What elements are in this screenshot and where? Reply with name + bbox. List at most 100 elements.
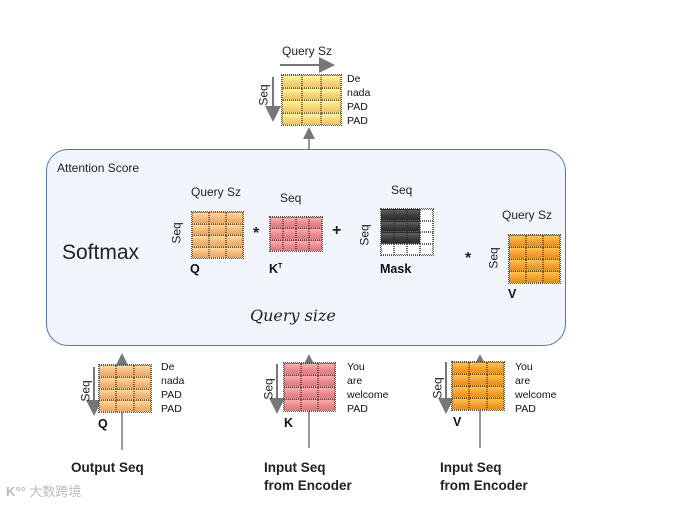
matrix-cell [301,363,318,375]
input-q-words: De nada PAD PAD [161,360,184,416]
output-seq-axis-label: Seq [256,84,271,106]
matrix-cell [301,75,322,88]
matrix-cell [486,374,504,386]
matrix-cell [394,243,407,255]
matrix-cell [192,246,209,258]
matrix-cell [284,399,301,411]
matrix-cell [543,271,560,283]
matrix-cell [420,232,433,244]
matrix-cell [394,232,407,244]
matrix-cell [270,217,283,229]
matrix-cell [133,388,151,401]
matrix-cell [381,232,394,244]
output-word: De [347,73,361,85]
watermark-logo-icon: K°° [6,484,26,499]
matrix-cell [282,87,302,100]
output-word: PAD [347,101,368,113]
matrix-cell [318,387,335,399]
output-word: PAD [347,115,368,127]
input-k-word: are [347,375,363,387]
matrix-cell [284,363,301,375]
matrix-cell [486,398,504,410]
mask-seq-axis-label-side: Seq [357,224,372,246]
matrix-cell [321,100,341,113]
matrix-cell [116,400,134,412]
matrix-cell [469,386,487,398]
matrix-cell [99,376,117,389]
matrix-cell [226,246,243,258]
matrix-cell [420,220,433,232]
matrix-cell [99,365,117,377]
kt-label: KT [269,262,282,276]
matrix-cell [283,217,296,229]
matrix-cell [283,239,296,251]
input-k-source: Input Seq from Encoder [264,459,352,495]
input-q-word: De [161,361,175,373]
input-v-source: Input Seq from Encoder [440,459,528,495]
v-label: V [508,287,517,301]
matrix-cell [301,399,318,411]
multiply-operator-v: * [465,250,472,267]
v-query-axis-label: Query Sz [502,208,553,222]
matrix-cell [420,209,433,221]
watermark: K°° 大数跨境 [6,481,81,500]
matrix-cell [452,398,470,410]
matrix-cell [284,387,301,399]
input-k-word: welcome [347,389,389,401]
matrix-cell [192,235,209,247]
matrix-cell [486,362,504,374]
matrix-cell [284,375,301,387]
matrix-cell [296,239,309,251]
matrix-cell [226,223,243,235]
input-q-source: Output Seq [71,459,144,477]
q-matrix [191,211,244,259]
matrix-cell [469,398,487,410]
matrix-cell [99,388,117,401]
matrix-cell [270,228,283,240]
matrix-cell [116,376,134,389]
matrix-cell [469,362,487,374]
matrix-cell [282,75,302,88]
matrix-cell [526,235,543,247]
v-seq-axis-label: Seq [486,247,501,269]
matrix-cell [282,100,302,113]
input-v-matrix [451,361,505,411]
matrix-cell [407,220,420,232]
matrix-cell [381,209,394,221]
matrix-cell [486,386,504,398]
input-k-words: You are welcome PAD [347,360,388,416]
matrix-cell [116,388,134,401]
input-v-seq-label: Seq [430,377,445,399]
q-query-axis-label: Query Sz [191,185,242,199]
matrix-cell [209,246,226,258]
input-v-label: V [453,415,462,429]
matrix-cell [509,247,526,259]
matrix-cell [543,259,560,271]
matrix-cell [381,243,394,255]
output-word: nada [347,87,371,99]
input-q-matrix [98,364,152,413]
matrix-cell [192,223,209,235]
matrix-cell [226,235,243,247]
input-v-word: You [515,361,533,373]
matrix-cell [309,228,322,240]
plus-operator: + [332,222,342,239]
matrix-cell [509,271,526,283]
input-q-label: Q [98,417,108,431]
input-v-word: PAD [515,403,536,415]
attention-score-title: Attention Score [57,161,140,175]
input-q-source-line1: Output Seq [71,460,144,475]
q-label: Q [190,262,200,276]
input-v-words: You are welcome PAD [515,360,556,416]
denominator-query-size: Query size [250,306,336,325]
matrix-cell [209,235,226,247]
matrix-cell [420,243,433,255]
matrix-cell [452,374,470,386]
input-k-seq-label: Seq [261,378,276,400]
matrix-cell [509,235,526,247]
matrix-cell [309,239,322,251]
matrix-cell [526,271,543,283]
input-k-word: PAD [347,403,368,415]
matrix-cell [381,220,394,232]
matrix-cell [270,239,283,251]
